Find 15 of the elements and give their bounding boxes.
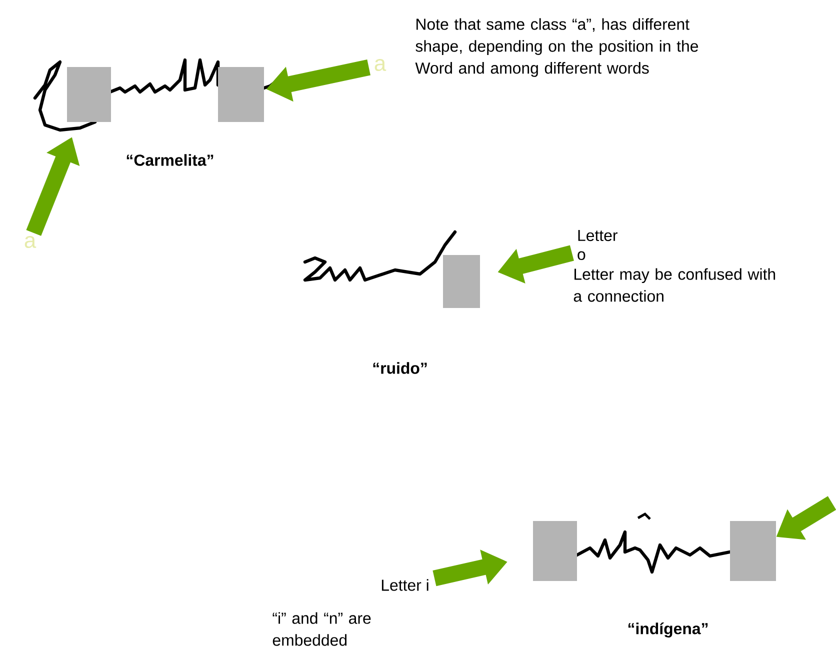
word-caption: “indígena” xyxy=(628,622,708,638)
note-text: Note that same class “a”, has different shape, depending on the position in the Word and among different words xyxy=(415,18,698,77)
letter-label: a xyxy=(374,59,386,71)
masked-letter-box xyxy=(533,521,577,581)
note-text: Letter may be confused with a connection xyxy=(574,268,776,302)
masked-letter-box xyxy=(443,255,480,308)
letter-label: Letter o xyxy=(578,230,618,260)
word-caption: “Carmelita” xyxy=(126,154,214,166)
letter-label: Letter i xyxy=(382,579,428,591)
letter-label: a xyxy=(24,236,36,248)
word-caption: “ruido” xyxy=(373,362,427,374)
note-text: “i” and “n” are embedded xyxy=(272,612,371,646)
masked-letter-box xyxy=(67,67,111,122)
masked-letter-box xyxy=(730,521,776,581)
masked-letter-box xyxy=(218,67,264,122)
